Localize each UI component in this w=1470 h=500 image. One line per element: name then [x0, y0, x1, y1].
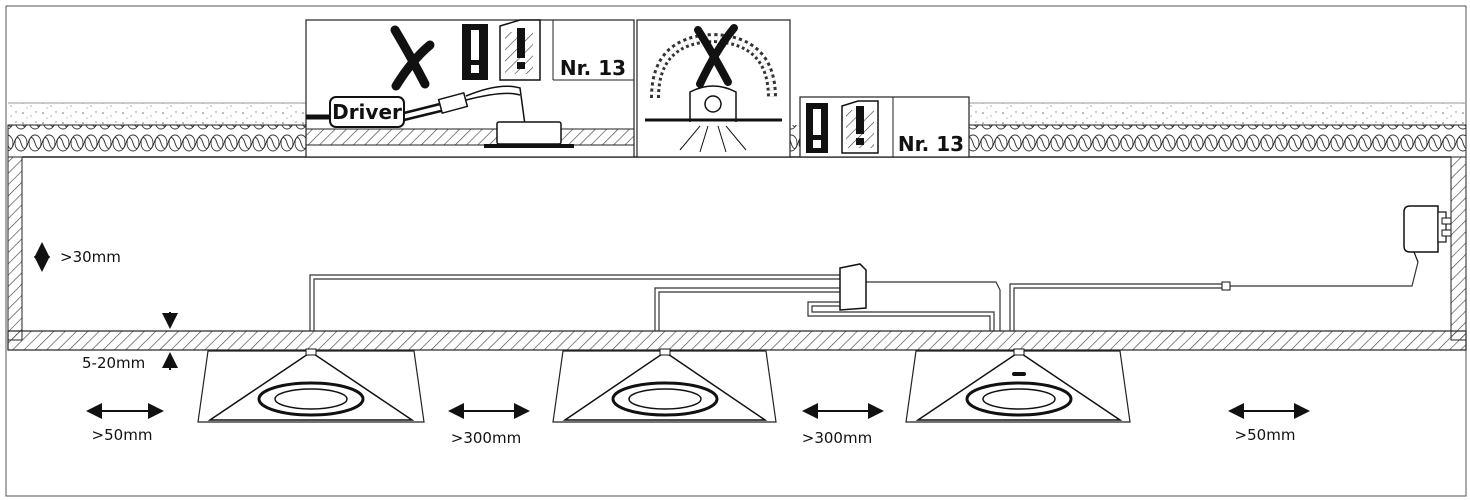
left-wall: [7, 156, 23, 341]
light-fixture-with-sensor: [905, 348, 1131, 423]
manual-reference: Nr. 13: [898, 132, 964, 156]
cross-icon: [694, 24, 738, 88]
edge-distance-left-label: >50mm: [92, 426, 153, 444]
power-supply: [1403, 205, 1452, 263]
mounting-board: [7, 330, 1467, 351]
wiring: [309, 261, 1419, 331]
light-fixture: [552, 348, 777, 423]
driver-panel: Driver Nr. 13: [305, 19, 635, 158]
board-thickness-label: 5-20mm: [82, 354, 145, 372]
no-insulation-panel: [636, 19, 791, 158]
driver-label: Driver: [332, 100, 402, 124]
ceiling-insulation-left: [7, 102, 307, 158]
light-fixture: [197, 348, 425, 423]
clearance-label: >30mm: [60, 248, 121, 266]
ceiling-insulation-right: [968, 102, 1467, 158]
edge-distance-right-label: >50mm: [1235, 426, 1296, 444]
ceiling-insulation-middle: [790, 125, 800, 157]
spacing-label-1: >300mm: [451, 429, 521, 447]
inline-connector: [1221, 281, 1231, 291]
warning-panel: Nr. 13: [799, 96, 970, 158]
distributor-box: [839, 263, 867, 311]
cross-icon: [390, 25, 435, 91]
spacing-label-2: >300mm: [802, 429, 872, 447]
right-wall: [1450, 156, 1467, 341]
warning-icon: [462, 24, 488, 80]
driver-box: [329, 96, 405, 128]
manual-icon: [499, 19, 541, 81]
manual-reference: Nr. 13: [560, 56, 626, 80]
